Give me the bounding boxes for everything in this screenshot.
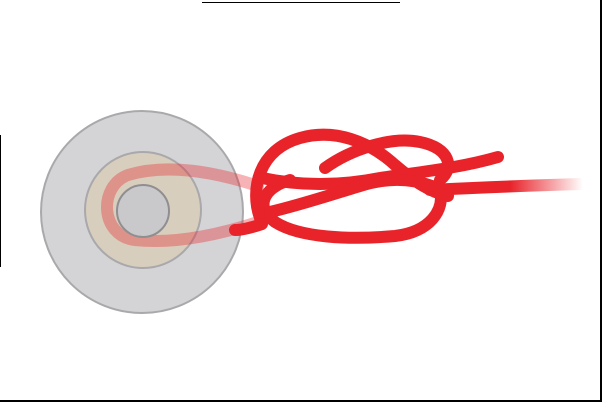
top-rule-line	[202, 2, 400, 3]
spool-hub	[116, 184, 170, 238]
knot-lower-loop	[257, 174, 447, 244]
left-rule-line	[0, 135, 1, 267]
arbor-loop	[101, 163, 264, 248]
knot-icon	[229, 128, 589, 244]
knot-left-exit	[229, 218, 268, 236]
standing-line-tail	[424, 178, 589, 196]
knot-inner-wrap	[264, 174, 438, 218]
